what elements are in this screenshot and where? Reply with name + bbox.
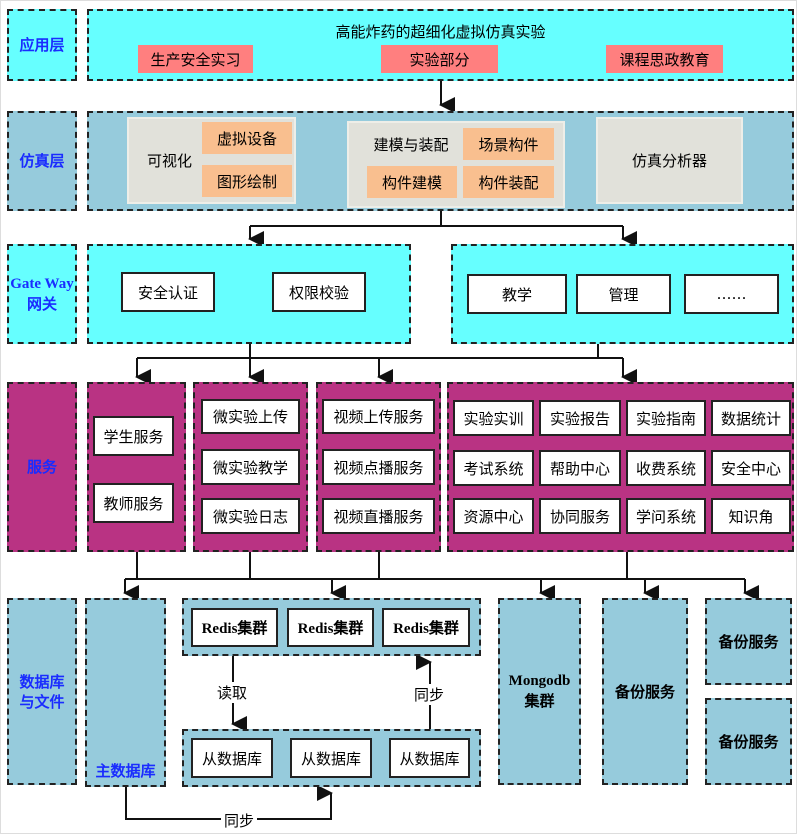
service-group-1 — [87, 382, 186, 552]
slave-db[interactable]: 从数据库 — [290, 738, 372, 778]
layer-label-db: 数据库与文件 — [7, 598, 77, 785]
app-item[interactable]: 生产安全实习 — [138, 45, 253, 73]
service-item[interactable]: 视频直播服务 — [322, 498, 435, 534]
gateway-item[interactable]: 管理 — [576, 274, 671, 314]
service-item[interactable]: 帮助中心 — [539, 450, 621, 486]
sim-item[interactable]: 虚拟设备 — [202, 122, 292, 154]
gateway-item[interactable]: 安全认证 — [121, 272, 215, 312]
service-item[interactable]: 教师服务 — [93, 483, 174, 523]
model-label: 建模与装配 — [373, 135, 449, 154]
service-item[interactable]: 实验报告 — [539, 400, 621, 436]
redis-cluster[interactable]: Redis集群 — [287, 608, 374, 647]
backup-service[interactable]: 备份服务 — [705, 698, 792, 785]
service-item[interactable]: 实验指南 — [626, 400, 706, 436]
app-item[interactable]: 实验部分 — [381, 45, 498, 73]
service-item[interactable]: 考试系统 — [453, 450, 534, 486]
service-item[interactable]: 学问系统 — [626, 498, 706, 534]
sim-analyzer[interactable]: 仿真分析器 — [596, 117, 743, 204]
gateway-item[interactable]: …… — [684, 274, 779, 314]
app-item[interactable]: 课程思政教育 — [606, 45, 723, 73]
read-label: 读取 — [217, 682, 248, 703]
sim-item[interactable]: 图形绘制 — [202, 165, 292, 197]
layer-label-gateway: Gate Way 网关 — [7, 244, 77, 344]
service-item[interactable]: 安全中心 — [711, 450, 791, 486]
sync-bottom-label: 同步 — [221, 810, 258, 831]
layer-label-sim: 仿真层 — [7, 111, 77, 211]
gateway-cn: 网关 — [26, 295, 57, 313]
sim-item[interactable]: 构件装配 — [463, 166, 554, 198]
mongodb-cluster[interactable]: Mongodb集群 — [498, 598, 581, 785]
service-item[interactable]: 微实验教学 — [201, 449, 300, 485]
master-db[interactable]: 主数据库 — [85, 598, 166, 787]
sync-label: 同步 — [414, 684, 445, 705]
backup-service[interactable]: 备份服务 — [602, 598, 688, 785]
service-item[interactable]: 学生服务 — [93, 416, 174, 456]
service-item[interactable]: 实验实训 — [453, 400, 534, 436]
gateway-en: Gate Way — [10, 276, 74, 292]
slave-db[interactable]: 从数据库 — [191, 738, 273, 778]
service-item[interactable]: 收费系统 — [626, 450, 706, 486]
redis-cluster[interactable]: Redis集群 — [382, 608, 470, 647]
service-item[interactable]: 资源中心 — [453, 498, 534, 534]
slave-db[interactable]: 从数据库 — [389, 738, 470, 778]
service-item[interactable]: 知识角 — [711, 498, 791, 534]
sim-item[interactable]: 构件建模 — [367, 166, 457, 198]
gateway-item[interactable]: 权限校验 — [272, 272, 366, 312]
service-item[interactable]: 数据统计 — [711, 400, 791, 436]
service-item[interactable]: 微实验日志 — [201, 498, 300, 534]
service-item[interactable]: 视频点播服务 — [322, 449, 435, 485]
service-item[interactable]: 协同服务 — [539, 498, 621, 534]
layer-label-app: 应用层 — [7, 9, 77, 81]
app-title: 高能炸药的超细化虚拟仿真实验 — [335, 22, 546, 41]
visual-label: 可视化 — [147, 152, 193, 170]
service-item[interactable]: 视频上传服务 — [322, 399, 435, 434]
service-item[interactable]: 微实验上传 — [201, 399, 300, 434]
sim-item[interactable]: 场景构件 — [463, 128, 554, 160]
layer-label-service: 服务 — [7, 382, 77, 552]
gateway-item[interactable]: 教学 — [467, 274, 567, 314]
redis-cluster[interactable]: Redis集群 — [191, 608, 278, 647]
backup-service[interactable]: 备份服务 — [705, 598, 792, 685]
